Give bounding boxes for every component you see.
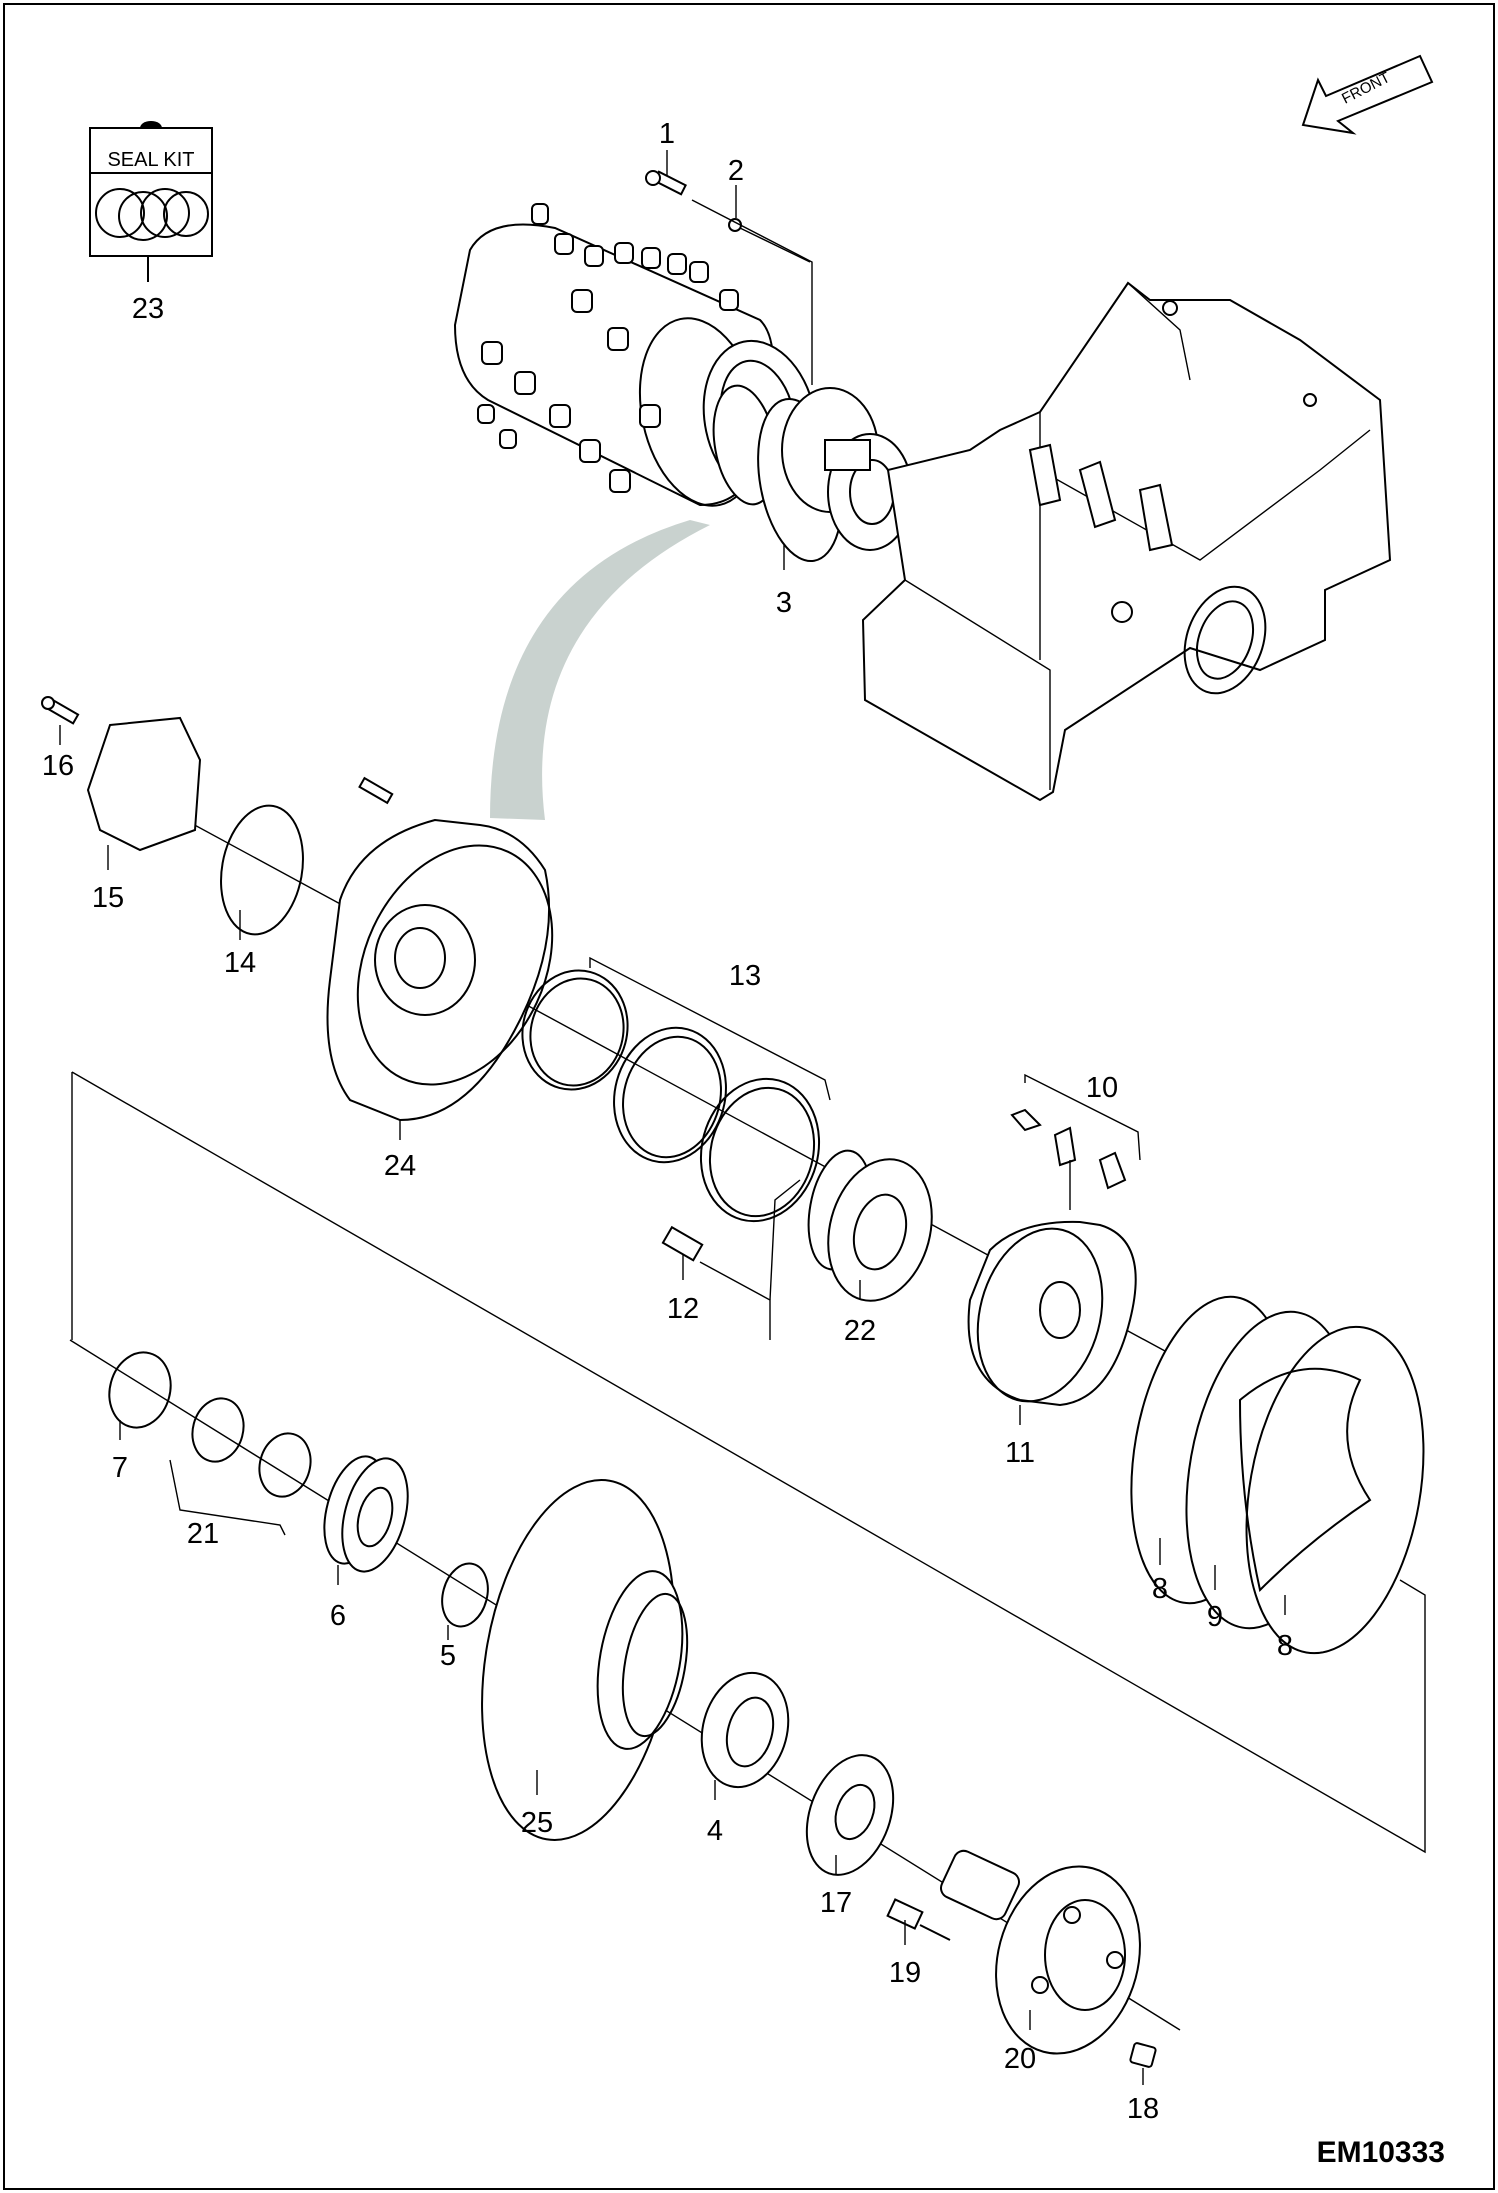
callout-21: 21: [187, 1518, 219, 1550]
stud-19-icon: [886, 1898, 951, 1941]
front-arrow-icon: FRONT: [1301, 54, 1434, 135]
nut-18-icon: [1129, 2042, 1157, 2068]
rings-13: [521, 956, 831, 1223]
o-rings-icon: [95, 188, 209, 241]
seal-5: [441, 1562, 489, 1628]
callout-10: 10: [1086, 1072, 1118, 1104]
housing-24: [326, 776, 554, 1122]
ring-gear-9: [1130, 1295, 1425, 1655]
bracket-line: [71, 1071, 1426, 1854]
callout-labels: 1 2 3 4 5 6 7 8 8 9 10 11 12 13 14 15 16…: [42, 118, 1293, 2125]
shaft-flange-20: [940, 1849, 1141, 2055]
leader-1: [691, 199, 813, 385]
callout-11: 11: [1005, 1437, 1035, 1469]
callout-17: 17: [820, 1887, 852, 1919]
retaining-ring-7: [108, 1351, 172, 1429]
callout-25: 25: [521, 1807, 553, 1839]
callout-4: 4: [707, 1815, 723, 1847]
leader-2: [739, 227, 811, 263]
cover-15: [86, 716, 202, 852]
spring-12-icon: [661, 1179, 801, 1340]
drawing-code: EM10333: [1317, 2136, 1445, 2169]
callout-22: 22: [844, 1315, 876, 1347]
callout-14: 14: [224, 947, 256, 979]
seal-17: [805, 1754, 895, 1876]
drum-assembly: [453, 203, 1392, 802]
bolt-1-icon: [645, 170, 687, 196]
callout-5: 5: [440, 1640, 456, 1672]
callout-6: 6: [330, 1600, 346, 1632]
callout-15: 15: [92, 882, 124, 914]
callout-8-outer: 8: [1277, 1630, 1293, 1662]
seal-kit-label: SEAL KIT: [107, 149, 194, 171]
callout-24: 24: [384, 1150, 416, 1182]
callout-1: 1: [659, 118, 675, 150]
callout-13: 13: [729, 960, 761, 992]
bearing-4: [700, 1671, 790, 1789]
valve-22: [807, 1149, 933, 1302]
carrier-11: [967, 1220, 1137, 1407]
zoom-arrow: [490, 520, 710, 820]
callout-20: 20: [1004, 2043, 1036, 2075]
callout-19: 19: [889, 1957, 921, 1989]
callout-2: 2: [728, 155, 744, 187]
page-border: [3, 3, 1495, 2190]
o-ring-14: [220, 804, 304, 936]
callout-16: 16: [42, 750, 74, 782]
hub-25: [481, 1479, 689, 1841]
clips-10: [1010, 1073, 1141, 1210]
callout-12: 12: [667, 1293, 699, 1325]
seal-kit-box: SEAL KIT: [89, 121, 213, 282]
bolt-16-icon: [41, 696, 80, 725]
callout-8-inner: 8: [1152, 1573, 1168, 1605]
callout-23: 23: [132, 293, 164, 325]
callout-7: 7: [112, 1452, 128, 1484]
callout-3: 3: [776, 587, 792, 619]
callout-18: 18: [1127, 2093, 1159, 2125]
bearing-6: [323, 1455, 409, 1573]
callout-9: 9: [1207, 1601, 1223, 1633]
shims-21: [169, 1397, 312, 1536]
callout-leaders: [59, 150, 1286, 2085]
